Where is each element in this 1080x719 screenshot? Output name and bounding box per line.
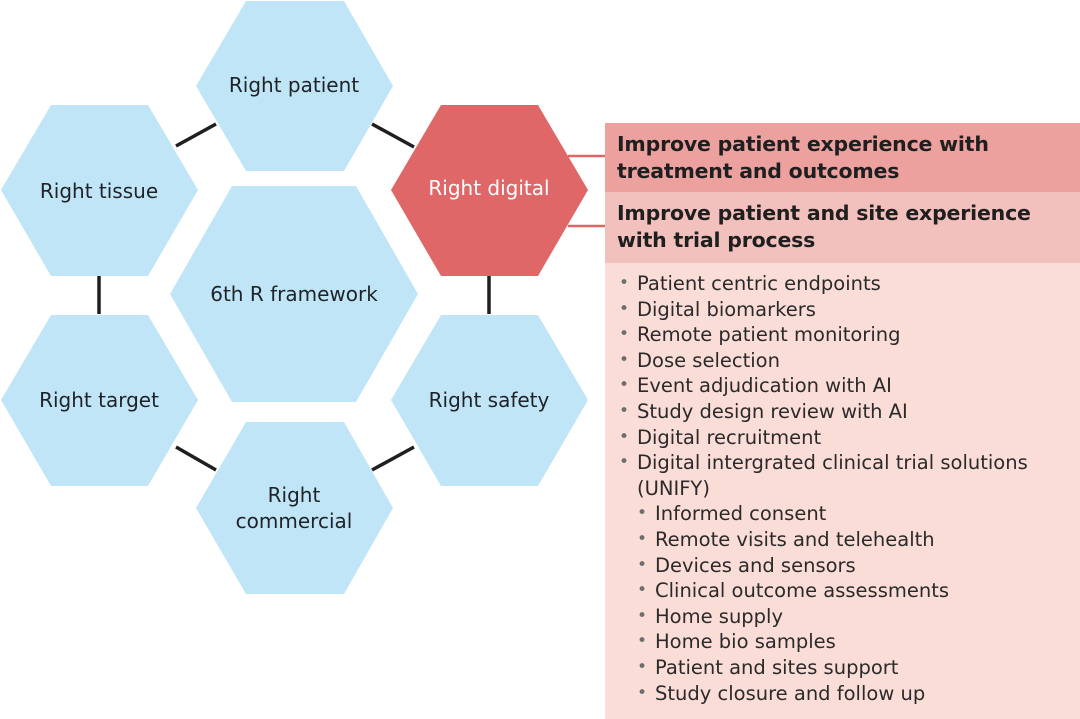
hex-right-safety — [391, 315, 588, 486]
label-right-patient: Right patient — [229, 73, 359, 97]
connector-tissue-patient — [175, 122, 217, 148]
sub-list-item: Home bio samples — [617, 629, 1070, 655]
sub-list-item: Patient and sites support — [617, 655, 1070, 681]
connector-target-commercial — [175, 445, 217, 472]
heading-2-line-1: Improve patient and site experience — [617, 201, 1031, 225]
list-item: Event adjudication with AI — [617, 373, 1070, 399]
label-right-target: Right target — [39, 388, 159, 412]
sub-list-item: Study closure and follow up — [617, 681, 1070, 707]
heading-1-line-2: treatment and outcomes — [617, 159, 900, 183]
list-item: Patient centric endpoints — [617, 271, 1070, 297]
label-right-digital: Right digital — [428, 176, 549, 200]
digital-to-panel-lines — [568, 154, 605, 228]
connector-patient-digital — [371, 122, 415, 149]
sub-list-item: Home supply — [617, 604, 1070, 630]
label-right-tissue: Right tissue — [40, 179, 158, 203]
heading-2-line-2: with trial process — [617, 228, 816, 252]
hexagon-diagram: Right patient Right tissue 6th R framewo… — [1, 1, 605, 594]
label-right-commercial-line1: Right — [268, 483, 321, 507]
sub-list-item: Remote visits and telehealth — [617, 527, 1070, 553]
list-item: Study design review with AI — [617, 399, 1070, 425]
list-item: Digital intergrated clinical trial solut… — [617, 450, 1070, 501]
label-center: 6th R framework — [210, 282, 378, 306]
list-item: Dose selection — [617, 348, 1070, 374]
sub-list-item: Clinical outcome assessments — [617, 578, 1070, 604]
heading-treatment-outcomes: Improve patient experience with treatmen… — [605, 123, 1080, 192]
hex-right-patient — [196, 1, 393, 171]
connectors — [97, 122, 491, 472]
label-right-commercial-line2: commercial — [236, 509, 353, 533]
label-right-safety: Right safety — [429, 388, 550, 412]
hex-right-digital — [391, 105, 588, 276]
hex-right-commercial — [196, 422, 393, 594]
list-item: Digital recruitment — [617, 425, 1070, 451]
connector-commercial-safety — [371, 445, 415, 472]
trial-process-list: Patient centric endpoints Digital biomar… — [605, 263, 1080, 719]
sub-item-list: Informed consent Remote visits and teleh… — [617, 501, 1070, 706]
hex-right-target — [1, 315, 198, 486]
heading-1-line-1: Improve patient experience with — [617, 132, 989, 156]
list-item: Remote patient monitoring — [617, 322, 1070, 348]
hex-center — [170, 186, 418, 402]
list-item: Digital biomarkers — [617, 297, 1070, 323]
sub-list-item: Informed consent — [617, 501, 1070, 527]
hex-right-tissue — [1, 105, 198, 276]
sub-list-item: Devices and sensors — [617, 553, 1070, 579]
heading-trial-process: Improve patient and site experience with… — [605, 192, 1080, 263]
item-list: Patient centric endpoints Digital biomar… — [617, 271, 1070, 501]
